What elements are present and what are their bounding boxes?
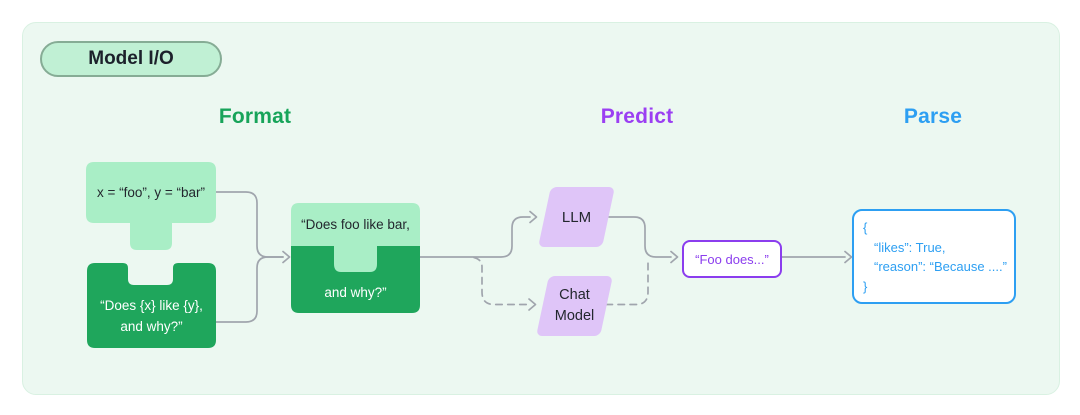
prompt-template-line1: “Does {x} like {y}, bbox=[100, 298, 203, 313]
prompt-values-label: x = “foo”, y = “bar” bbox=[96, 185, 206, 200]
predict-header: Predict bbox=[600, 105, 674, 128]
chat-model-line2: Model bbox=[554, 308, 595, 324]
connector-template-to-formatted bbox=[215, 256, 284, 323]
arrowhead-into-llm bbox=[529, 210, 538, 224]
prompt-template-line2: and why?” bbox=[120, 319, 183, 334]
formatted-prompt-dark-shape bbox=[291, 246, 420, 313]
connector-formatted-to-llm bbox=[419, 216, 531, 258]
arrowhead-into-parsed bbox=[844, 250, 853, 264]
model-output-box: “Foo does...” bbox=[682, 240, 782, 278]
prompt-template-label: “Does {x} like {y}, and why?” bbox=[87, 292, 216, 340]
connector-values-to-formatted bbox=[215, 191, 284, 258]
parsed-output-line: “likes”: True, bbox=[874, 239, 946, 255]
connector-chat-model-to-output bbox=[605, 262, 649, 306]
chat-model-line1: Chat bbox=[559, 287, 590, 303]
formatted-prompt-line1: “Does foo like bar, bbox=[301, 216, 410, 232]
chat-model-label: Chat Model bbox=[536, 276, 613, 336]
parsed-output-line: } bbox=[863, 278, 868, 294]
prompt-template-shape bbox=[87, 263, 216, 348]
parsed-output-box: { “likes”: True, “reason”: “Because ....… bbox=[852, 209, 1016, 304]
model-io-badge: Model I/O bbox=[40, 41, 222, 77]
model-io-badge-label: Model I/O bbox=[88, 48, 174, 69]
llm-shape bbox=[539, 187, 614, 247]
connector-llm-to-output bbox=[608, 216, 672, 258]
formatted-prompt-light-shape bbox=[291, 203, 420, 272]
arrowhead-into-chat-model bbox=[528, 298, 537, 311]
arrowhead-into-output bbox=[670, 250, 679, 264]
llm-label: LLM bbox=[561, 208, 592, 226]
arrowhead-into-formatted bbox=[282, 250, 291, 264]
prompt-values-shape bbox=[86, 162, 216, 250]
model-output-text: “Foo does...” bbox=[695, 251, 769, 267]
chat-model-shape bbox=[537, 276, 612, 336]
connector-formatted-to-chat-model bbox=[473, 256, 530, 306]
parse-header: Parse bbox=[903, 105, 963, 128]
parsed-output-line: { bbox=[863, 220, 868, 235]
format-header: Format bbox=[218, 105, 292, 128]
formatted-prompt-line2: and why?” bbox=[324, 285, 387, 300]
parsed-output-line: “reason”: “Because ....” bbox=[874, 259, 1007, 274]
